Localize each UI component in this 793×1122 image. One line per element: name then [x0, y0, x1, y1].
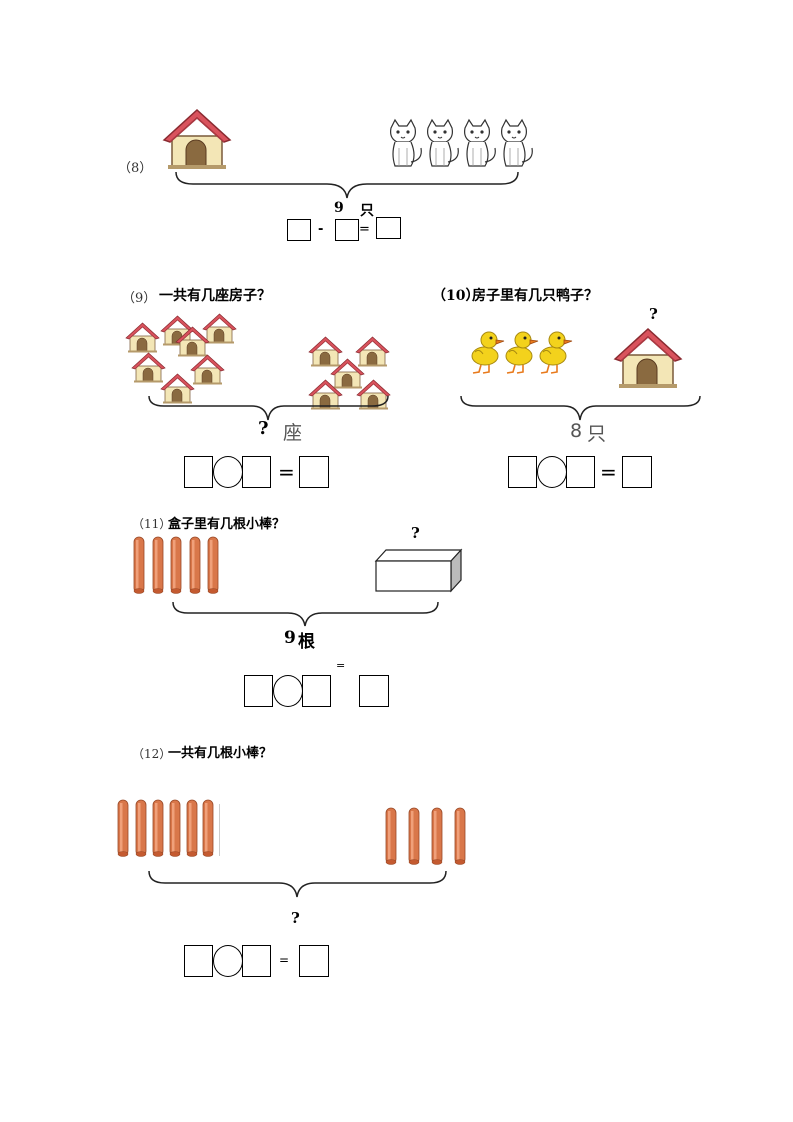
answer-box[interactable]: [184, 456, 213, 488]
answer-box[interactable]: [287, 219, 311, 241]
answer-box[interactable]: [242, 456, 271, 488]
unit-label: 根: [298, 632, 315, 652]
problem-10-number: （10）: [432, 288, 480, 304]
cat-icon: [390, 119, 422, 167]
brace-icon: [175, 171, 519, 199]
unit-label: 只: [587, 423, 607, 445]
stick-icon: [189, 536, 201, 594]
operator-circle[interactable]: [537, 456, 567, 488]
equals-sign: =: [359, 222, 370, 237]
stick-icon: [431, 807, 443, 865]
operator-circle[interactable]: [213, 456, 243, 488]
question-mark: ?: [411, 524, 420, 542]
brace-icon: [148, 870, 447, 898]
equals-sign: =: [600, 460, 617, 484]
answer-box[interactable]: [299, 945, 329, 977]
answer-box[interactable]: [302, 675, 331, 707]
stick-icon: [133, 536, 145, 594]
question-mark: ?: [649, 305, 658, 323]
problem-9-number: （9）: [122, 291, 157, 306]
answer-box[interactable]: [335, 219, 359, 241]
operator-circle[interactable]: [273, 675, 303, 707]
problem-11-question: 盒子里有几根小棒？: [168, 517, 286, 532]
answer-box[interactable]: [508, 456, 537, 488]
stick-icon: [408, 807, 420, 865]
answer-box[interactable]: [244, 675, 273, 707]
problem-9-question: 一共有几座房子？: [159, 288, 271, 304]
answer-box[interactable]: [299, 456, 329, 488]
stick-icon: [202, 799, 214, 857]
answer-box[interactable]: [566, 456, 595, 488]
answer-box[interactable]: [376, 217, 401, 239]
stick-icon: [117, 799, 129, 857]
problem-10-question: 房子里有几只鸭子？: [472, 288, 598, 304]
stick-icon: [454, 807, 466, 865]
unit-label: 座: [283, 422, 303, 444]
problem-11-number: （11）: [132, 517, 172, 531]
stick-icon: [152, 536, 164, 594]
answer-box[interactable]: [359, 675, 389, 707]
question-mark: ?: [291, 909, 300, 927]
equals-sign: =: [278, 460, 295, 484]
brace-icon: [460, 395, 701, 421]
stick-icon: [207, 536, 219, 594]
box-icon: [374, 548, 463, 593]
problem-12-number: （12）: [132, 747, 172, 761]
stick-icon: [385, 807, 397, 865]
house-icon: [163, 109, 231, 170]
house-icon: [614, 328, 682, 389]
stick-icon: [169, 799, 181, 857]
brace-icon: [148, 395, 389, 421]
unit-label: 只: [360, 203, 374, 219]
equals-sign: =: [279, 953, 290, 967]
problem-8-number: （8）: [118, 161, 153, 176]
question-mark: ?: [258, 418, 269, 439]
duck-icon: [539, 331, 573, 374]
total-count: 9: [334, 200, 344, 216]
operator-circle[interactable]: [213, 945, 243, 977]
problem-12-question: 一共有几根小棒？: [168, 746, 273, 761]
stick-icon: [186, 799, 198, 857]
house-icon: [190, 354, 225, 385]
answer-box[interactable]: [184, 945, 213, 977]
house-icon: [125, 322, 160, 353]
cat-icon: [501, 119, 533, 167]
brace-icon: [172, 601, 439, 627]
cat-icon: [427, 119, 459, 167]
total-count: 8: [570, 420, 583, 442]
answer-box[interactable]: [622, 456, 652, 488]
equals-sign: =: [336, 659, 346, 672]
answer-box[interactable]: [242, 945, 271, 977]
total-count: 9: [284, 628, 296, 648]
stick-icon: [152, 799, 164, 857]
cat-icon: [464, 119, 496, 167]
stick-icon: [170, 536, 182, 594]
stick-icon: [135, 799, 147, 857]
divider: [219, 804, 220, 856]
minus-sign: -: [318, 222, 324, 237]
house-icon: [175, 326, 210, 357]
